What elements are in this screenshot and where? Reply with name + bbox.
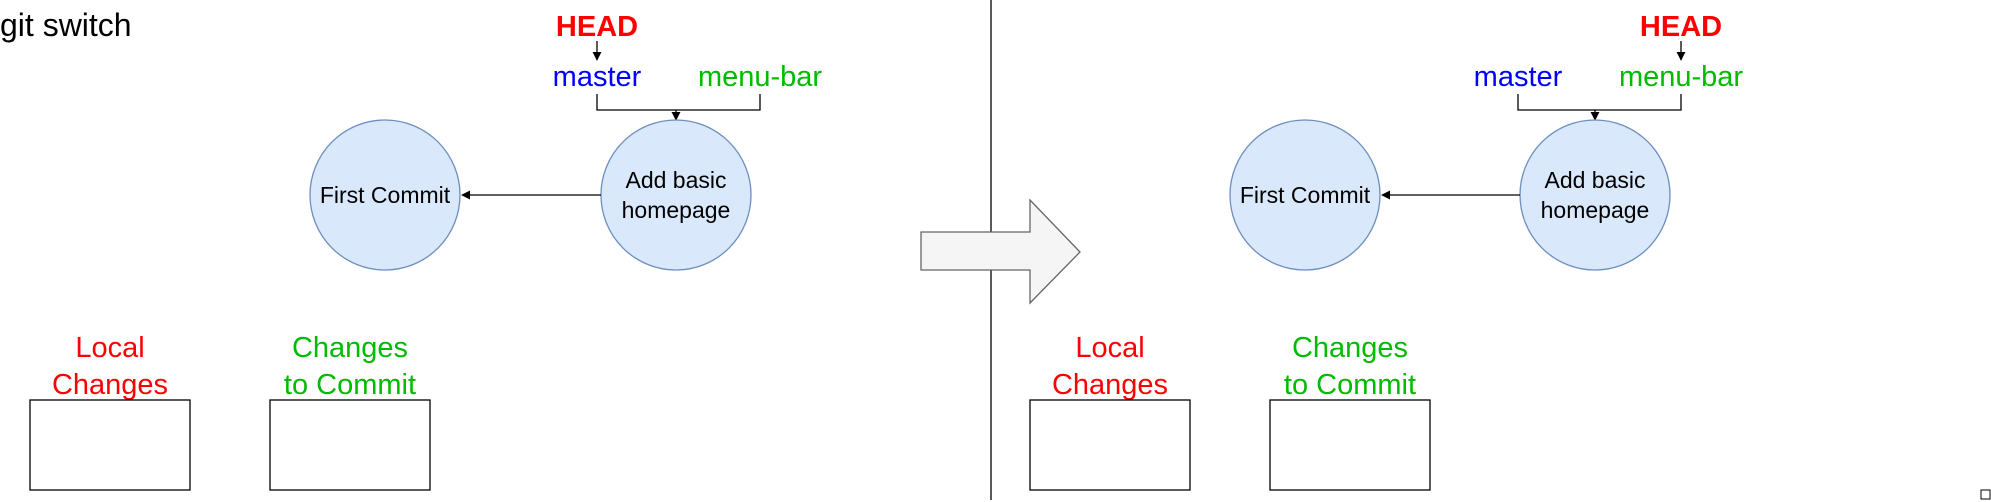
head-label: HEAD: [556, 11, 638, 43]
changes-to-commit-box: [269, 399, 431, 491]
local-changes-label-line2: Changes: [52, 369, 168, 401]
branch-master-label: master: [1474, 61, 1563, 93]
resize-handle[interactable]: [1980, 489, 1991, 500]
after-panel: HEAD master menu-bar First Commit Add ba…: [1029, 11, 1743, 491]
local-changes-label-line1: Local: [75, 332, 144, 364]
branch-connector: [596, 94, 761, 111]
before-panel: HEAD master menu-bar First Commit Add ba…: [29, 11, 822, 491]
commit-second-node: [1519, 119, 1671, 271]
commit-first-label: First Commit: [320, 182, 451, 208]
changes-to-commit-label-line1: Changes: [292, 332, 408, 364]
branch-master-label: master: [553, 61, 642, 93]
commit-second-node: [600, 119, 752, 271]
local-changes-label-line2: Changes: [1052, 369, 1168, 401]
right-arrow-icon: [920, 198, 1081, 305]
commit-second-label-line2: homepage: [622, 197, 731, 223]
changes-to-commit-label-line2: to Commit: [1284, 369, 1416, 401]
branch-menu-bar-label: menu-bar: [1619, 61, 1743, 93]
commit-second-label-line2: homepage: [1541, 197, 1650, 223]
diagram-title: git switch: [0, 7, 132, 43]
branch-connector: [1517, 94, 1682, 111]
commit-second-label-line1: Add basic: [625, 167, 726, 193]
commit-second-label-line1: Add basic: [1544, 167, 1645, 193]
changes-to-commit-box: [1269, 399, 1431, 491]
commit-first-label: First Commit: [1240, 182, 1371, 208]
local-changes-box: [29, 399, 191, 491]
head-label: HEAD: [1640, 11, 1722, 43]
changes-to-commit-label-line1: Changes: [1292, 332, 1408, 364]
local-changes-box: [1029, 399, 1191, 491]
commit-first-node: [1229, 119, 1381, 271]
commit-first-node: [309, 119, 461, 271]
local-changes-label-line1: Local: [1075, 332, 1144, 364]
branch-menu-bar-label: menu-bar: [698, 61, 822, 93]
changes-to-commit-label-line2: to Commit: [284, 369, 416, 401]
